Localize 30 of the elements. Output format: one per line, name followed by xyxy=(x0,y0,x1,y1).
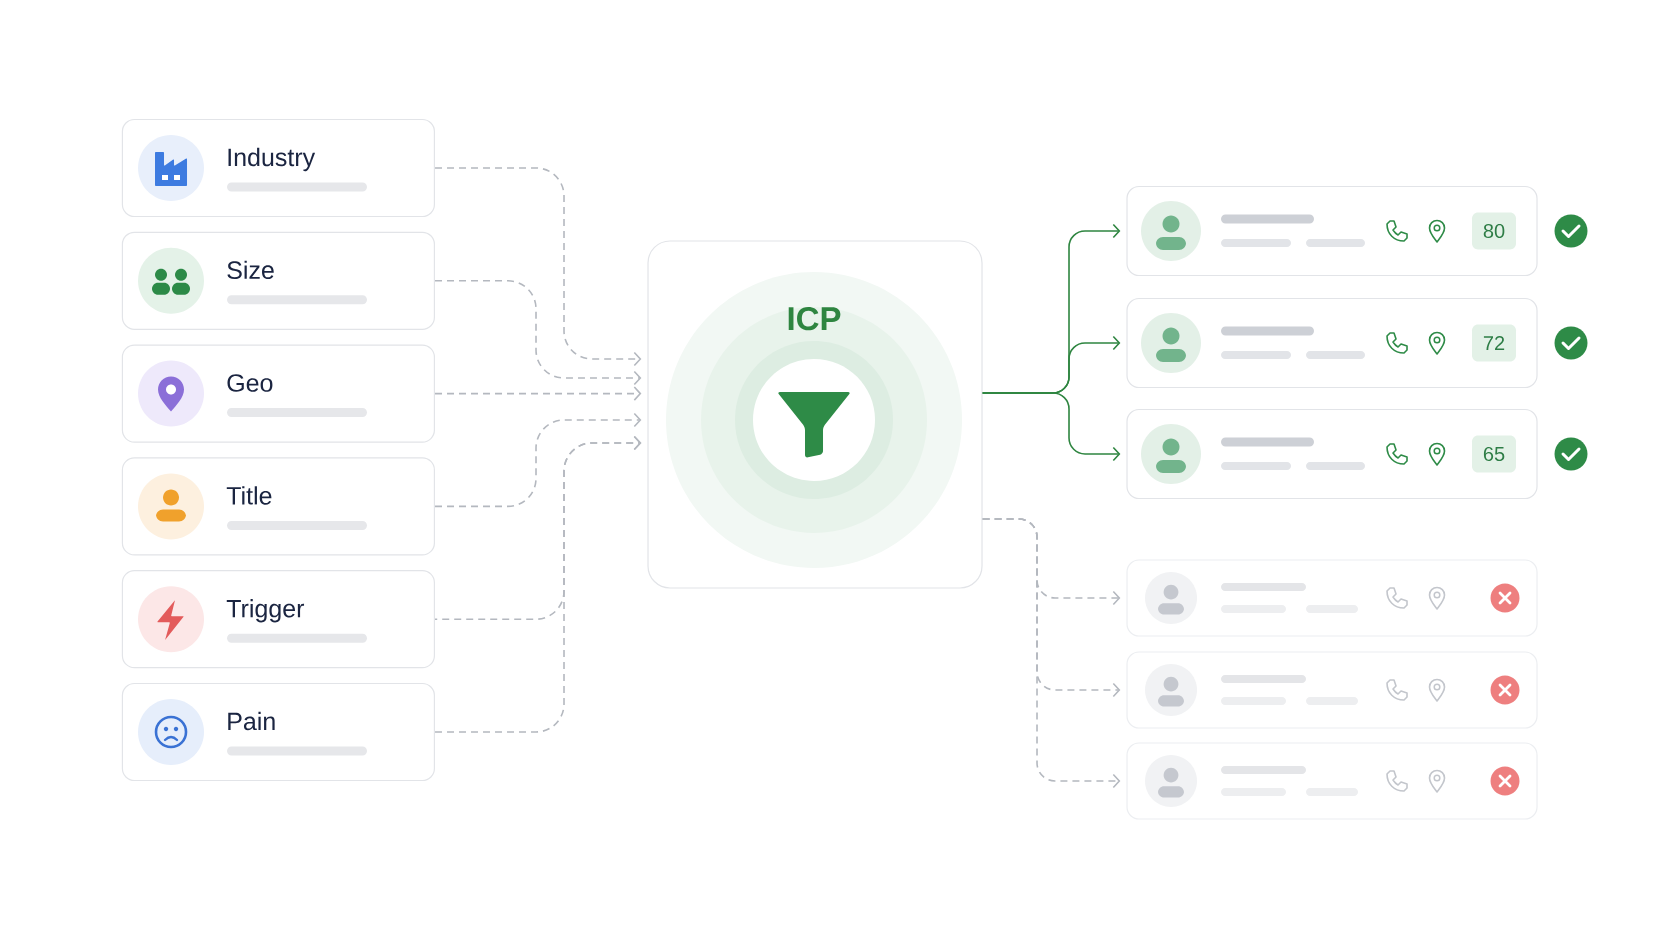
lead-card xyxy=(1126,408,1538,500)
arrow xyxy=(434,412,642,508)
card-label: Industry xyxy=(228,147,316,172)
input-card xyxy=(121,344,435,443)
box-title: ICP xyxy=(788,306,841,331)
lead-card xyxy=(1126,559,1538,637)
arrow xyxy=(434,167,642,367)
card-label: Title xyxy=(226,486,272,505)
lead-card xyxy=(1126,297,1538,389)
score-badge: 72 xyxy=(1472,324,1516,362)
score-badge: 65 xyxy=(1472,435,1516,473)
arrow xyxy=(434,279,642,386)
card-label: Trigger xyxy=(226,599,305,623)
score-badge: 80 xyxy=(1472,212,1516,250)
arrow xyxy=(981,518,1121,789)
lead-card xyxy=(1126,742,1538,820)
arrow xyxy=(434,435,642,733)
input-card xyxy=(121,231,435,330)
arrow xyxy=(434,386,642,401)
input-card xyxy=(121,682,435,782)
card-label: Geo xyxy=(227,374,273,392)
input-card xyxy=(121,118,435,218)
filter-box xyxy=(647,240,983,589)
lead-card xyxy=(1126,185,1538,277)
card-label: Size xyxy=(227,260,274,280)
input-card xyxy=(121,457,435,556)
arrow xyxy=(981,392,1121,462)
lead-card xyxy=(1126,651,1538,729)
card-label: Pain xyxy=(228,711,275,731)
input-card xyxy=(121,570,435,669)
